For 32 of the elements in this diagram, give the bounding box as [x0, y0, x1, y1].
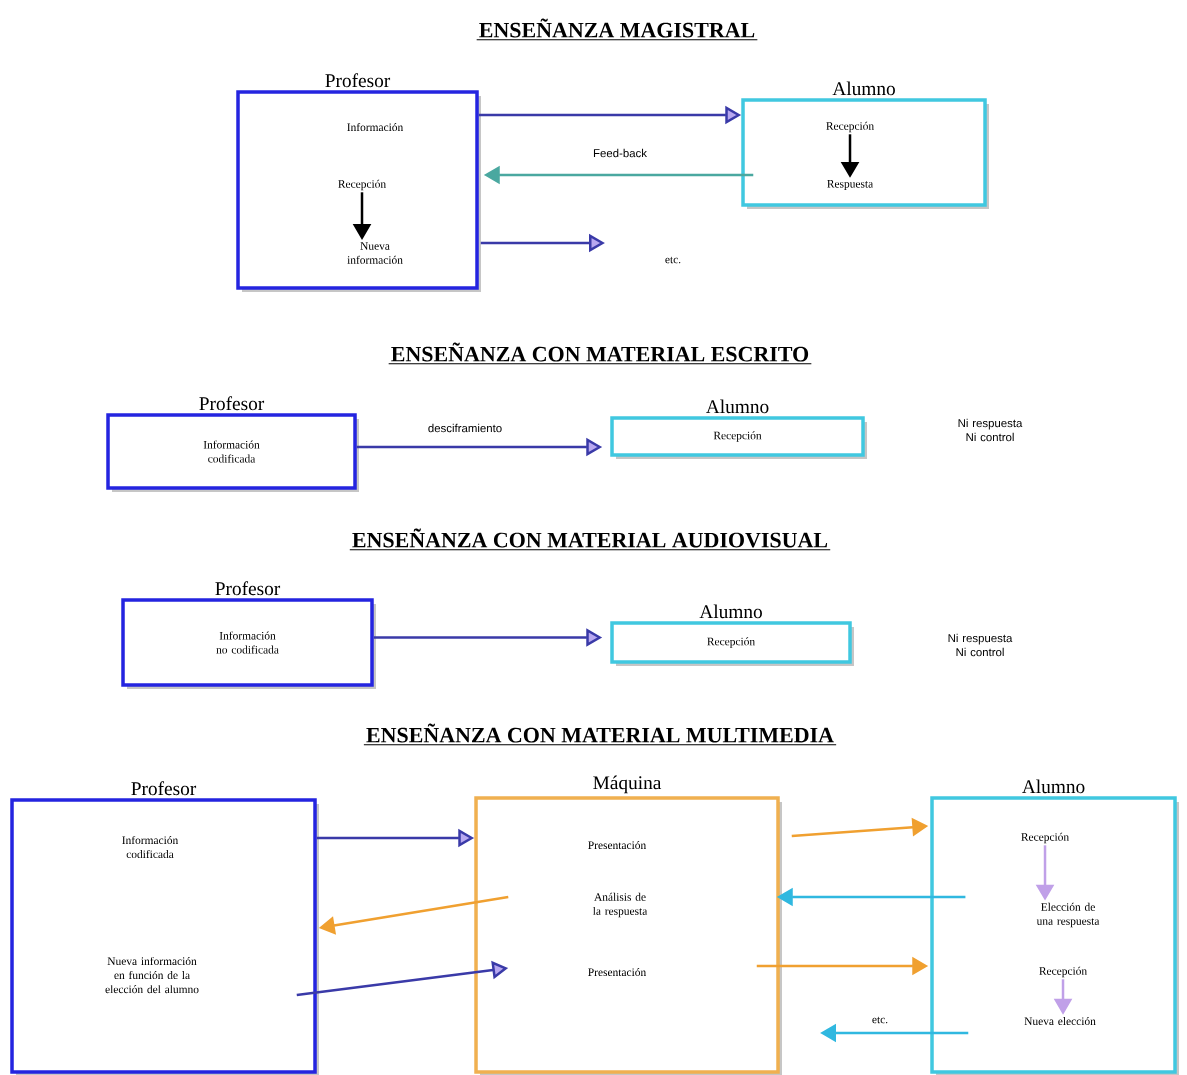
- process-box: Recepción: [610, 416, 867, 459]
- section-heading: ENSEÑANZA CON MATERIAL ESCRITO: [388, 342, 812, 365]
- section-heading: ENSEÑANZA CON MATERIAL AUDIOVISUAL: [349, 528, 831, 551]
- edge-label: desciframiento: [426, 422, 504, 434]
- box-heading: Máquina: [593, 775, 662, 794]
- box-heading: Alumno: [832, 81, 895, 96]
- box-heading: Profesor: [199, 396, 265, 411]
- process-box: Recepción: [610, 621, 854, 666]
- box-heading: Profesor: [325, 73, 391, 88]
- box-heading: Alumno: [699, 604, 762, 619]
- box-text: Nueva información en función de la elección del alumno: [105, 956, 199, 994]
- note: etc.: [665, 256, 681, 264]
- box-text: Presentación: [588, 968, 647, 977]
- section-heading: ENSEÑANZA MAGISTRAL: [476, 18, 758, 41]
- box-text: Recepción: [1021, 832, 1069, 844]
- box-text: Elección de una respuesta: [1036, 902, 1100, 928]
- edge-label: etc.: [870, 1014, 890, 1026]
- box-heading: Alumno: [706, 399, 769, 414]
- box-text: Nueva elección: [1024, 1017, 1096, 1026]
- box-heading: Profesor: [215, 581, 281, 596]
- box-text: Análisis de la respuesta: [592, 892, 648, 918]
- note: Ni respuesta Ni control: [958, 418, 1023, 442]
- section-heading: ENSEÑANZA CON MATERIAL MULTIMEDIA: [363, 723, 837, 746]
- process-box: Información codificada: [106, 413, 359, 492]
- box-text: Información codificada: [122, 835, 179, 859]
- process-box: Información no codificada: [121, 598, 376, 689]
- box-heading: Alumno: [1022, 779, 1085, 794]
- box-text: Recepción: [1039, 966, 1087, 978]
- box-heading: Profesor: [131, 781, 197, 796]
- box-text: Presentación: [588, 841, 647, 850]
- note: Ni respuesta Ni control: [948, 633, 1013, 657]
- edge-label: Feed-back: [591, 147, 649, 159]
